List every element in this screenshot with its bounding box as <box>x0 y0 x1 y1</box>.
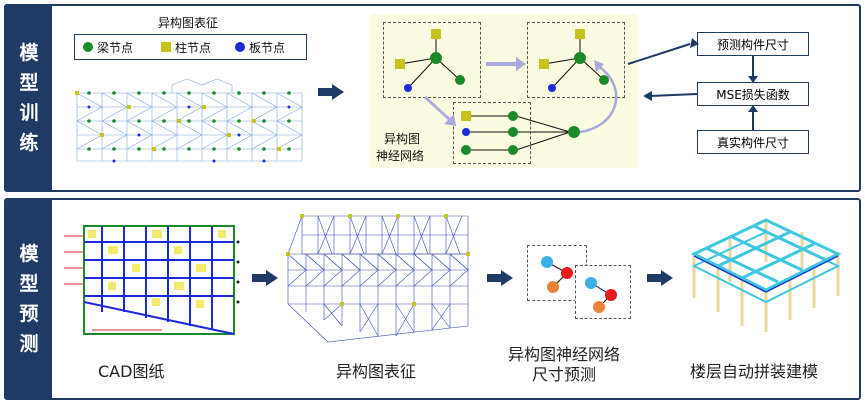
arrow-right-icon <box>647 270 673 286</box>
prediction-side-label: 模 型 预 测 <box>6 200 52 398</box>
caption-floor-model: 楼层自动拼装建模 <box>690 358 818 382</box>
caption-hetero-graph: 异构图表征 <box>336 358 416 382</box>
cad-drawing-image <box>62 222 242 340</box>
arrow-right-icon <box>487 270 513 286</box>
hetero-graph-mesh-3d <box>288 214 478 346</box>
arrow-right-icon <box>252 270 278 286</box>
training-arrows <box>0 0 865 200</box>
pred-graph-nodes <box>527 245 637 325</box>
caption-gnn-prediction: 异构图神经网络 尺寸预测 <box>508 345 620 385</box>
building-model-image <box>682 212 852 337</box>
caption-cad: CAD图纸 <box>98 358 164 382</box>
